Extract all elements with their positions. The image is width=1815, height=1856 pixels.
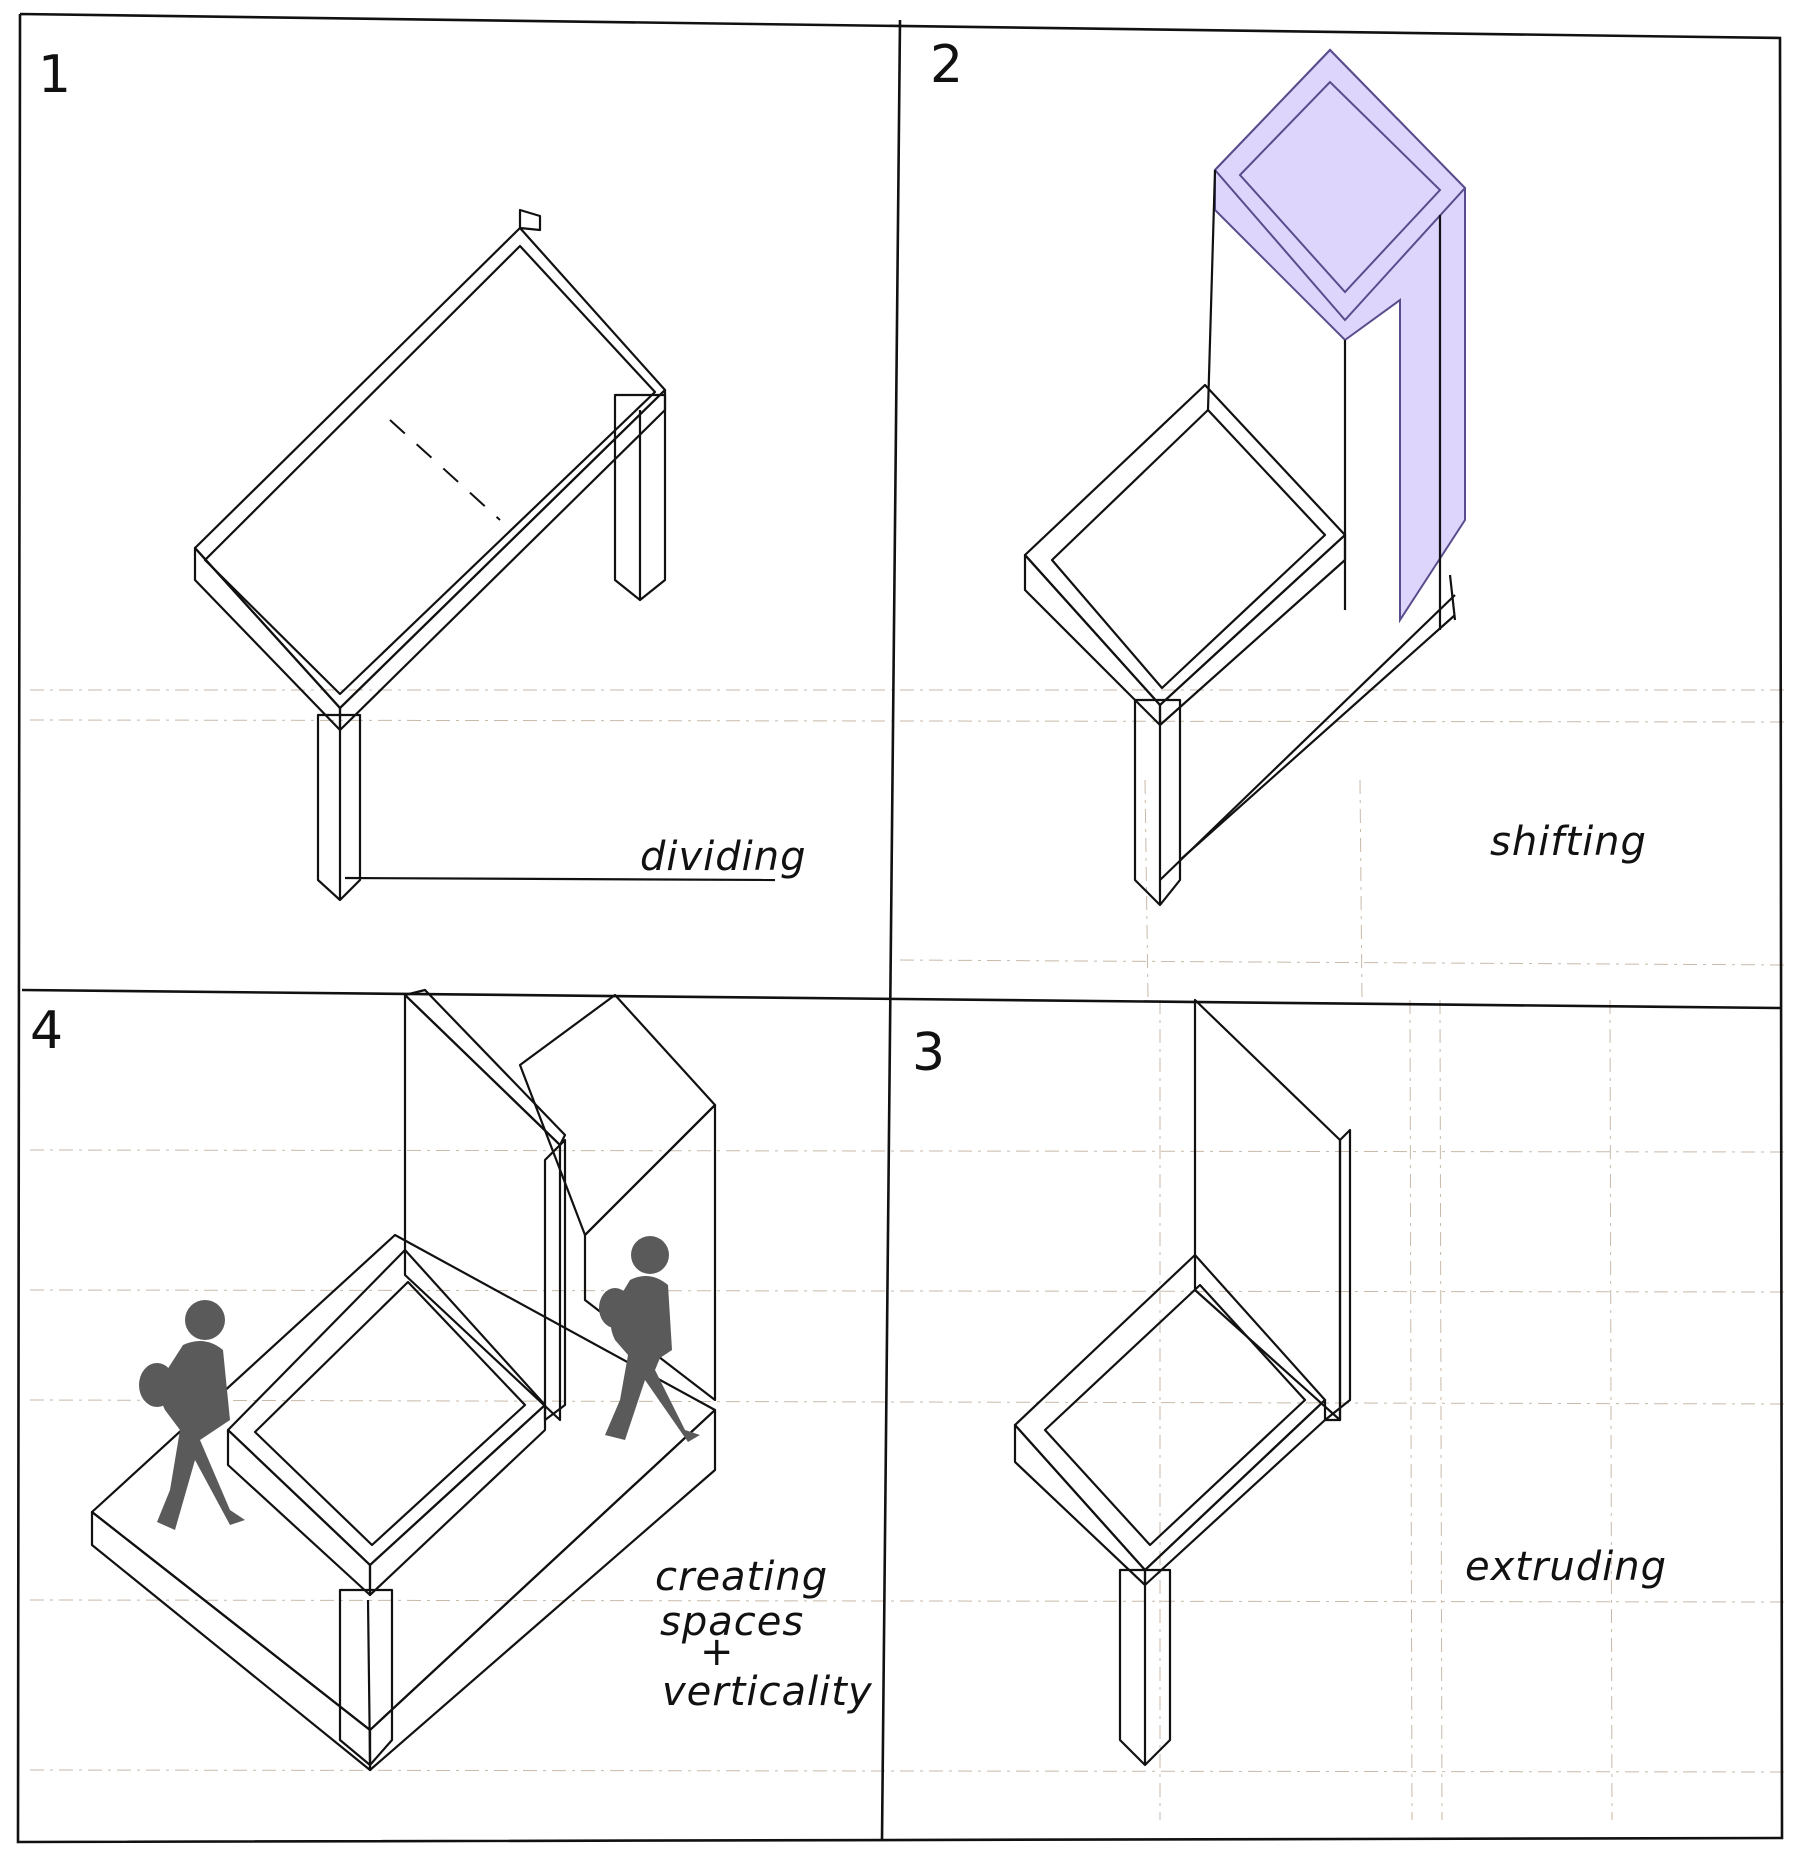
chair-seat-model [1023,383,1457,907]
platform-scene-model [90,988,717,1772]
panel-4-caption-line-4: verticality [662,1669,873,1715]
shifted-block-ghost [1206,48,1467,630]
panel-2: 2 shifting [930,35,1647,907]
table-model [193,208,776,902]
person-silhouette-icon [139,1300,245,1530]
panel-1-caption: dividing [640,834,807,880]
construction-lines [29,689,1791,1821]
panel-4-number: 4 [30,1001,63,1061]
panel-2-number: 2 [930,35,963,95]
panel-2-caption: shifting [1490,819,1647,865]
panel-4-caption: creating spaces + verticality [655,1554,873,1715]
extruded-chair-model [1013,998,1352,1767]
panel-4-caption-line-1: creating [655,1554,828,1600]
panel-1: 1 dividing [38,45,807,902]
panel-4: 4 [30,988,873,1772]
panel-3-caption: extruding [1465,1544,1667,1590]
person-silhouette-icon [599,1236,700,1442]
panel-3-number: 3 [912,1023,945,1083]
panel-frame [16,12,1784,1844]
panel-4-caption-line-2: spaces [660,1599,804,1645]
panel-1-number: 1 [38,45,71,105]
panel-3: 3 extruding [912,998,1667,1767]
panel-4-caption-line-3: + [700,1629,735,1675]
